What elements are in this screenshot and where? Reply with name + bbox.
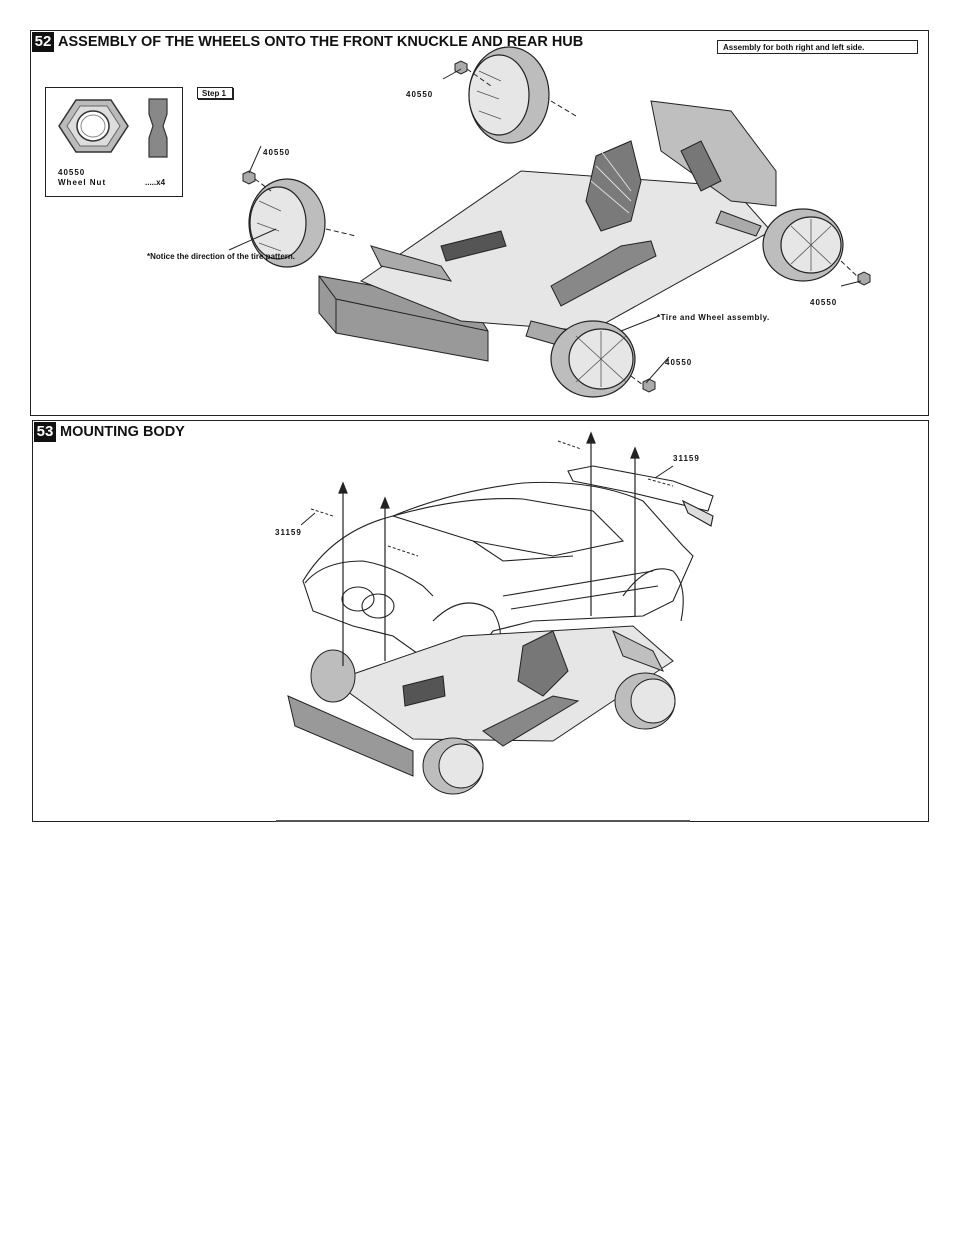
step-number: 53 [34,422,56,442]
callout-40550-right: 40550 [810,298,838,307]
part-qty: .....x4 [145,178,166,187]
callout-31159-left: 31159 [275,528,302,537]
tire-pattern-notice: *Notice the direction of the tire patter… [147,252,296,261]
chassis-wheel-diagram [228,46,871,398]
callout-40550-left: 40550 [263,148,291,157]
parts-box: 40550 Wheel Nut .....x4 [45,87,183,197]
tire-assembly-note: *Tire and Wheel assembly. [657,313,770,322]
step-number: 52 [32,32,54,52]
step-53-panel: 53 MOUNTING BODY [32,420,929,822]
divider-line [276,820,690,822]
callout-31159-right: 31159 [673,454,700,463]
wheel-nut-illustration [58,98,168,158]
step-52-panel: 52 ASSEMBLY OF THE WHEELS ONTO THE FRONT… [30,30,929,416]
part-code: 40550 [58,168,86,177]
body-mounting-diagram [287,431,714,795]
assembly-note: Assembly for both right and left side. [717,40,918,54]
part-name: Wheel Nut [58,178,107,187]
callout-40550-top: 40550 [406,90,434,99]
step-label: Step 1 [197,87,233,99]
step-title: MOUNTING BODY [60,424,185,440]
step-title: ASSEMBLY OF THE WHEELS ONTO THE FRONT KN… [58,34,584,50]
callout-40550-bottom: 40550 [665,358,693,367]
